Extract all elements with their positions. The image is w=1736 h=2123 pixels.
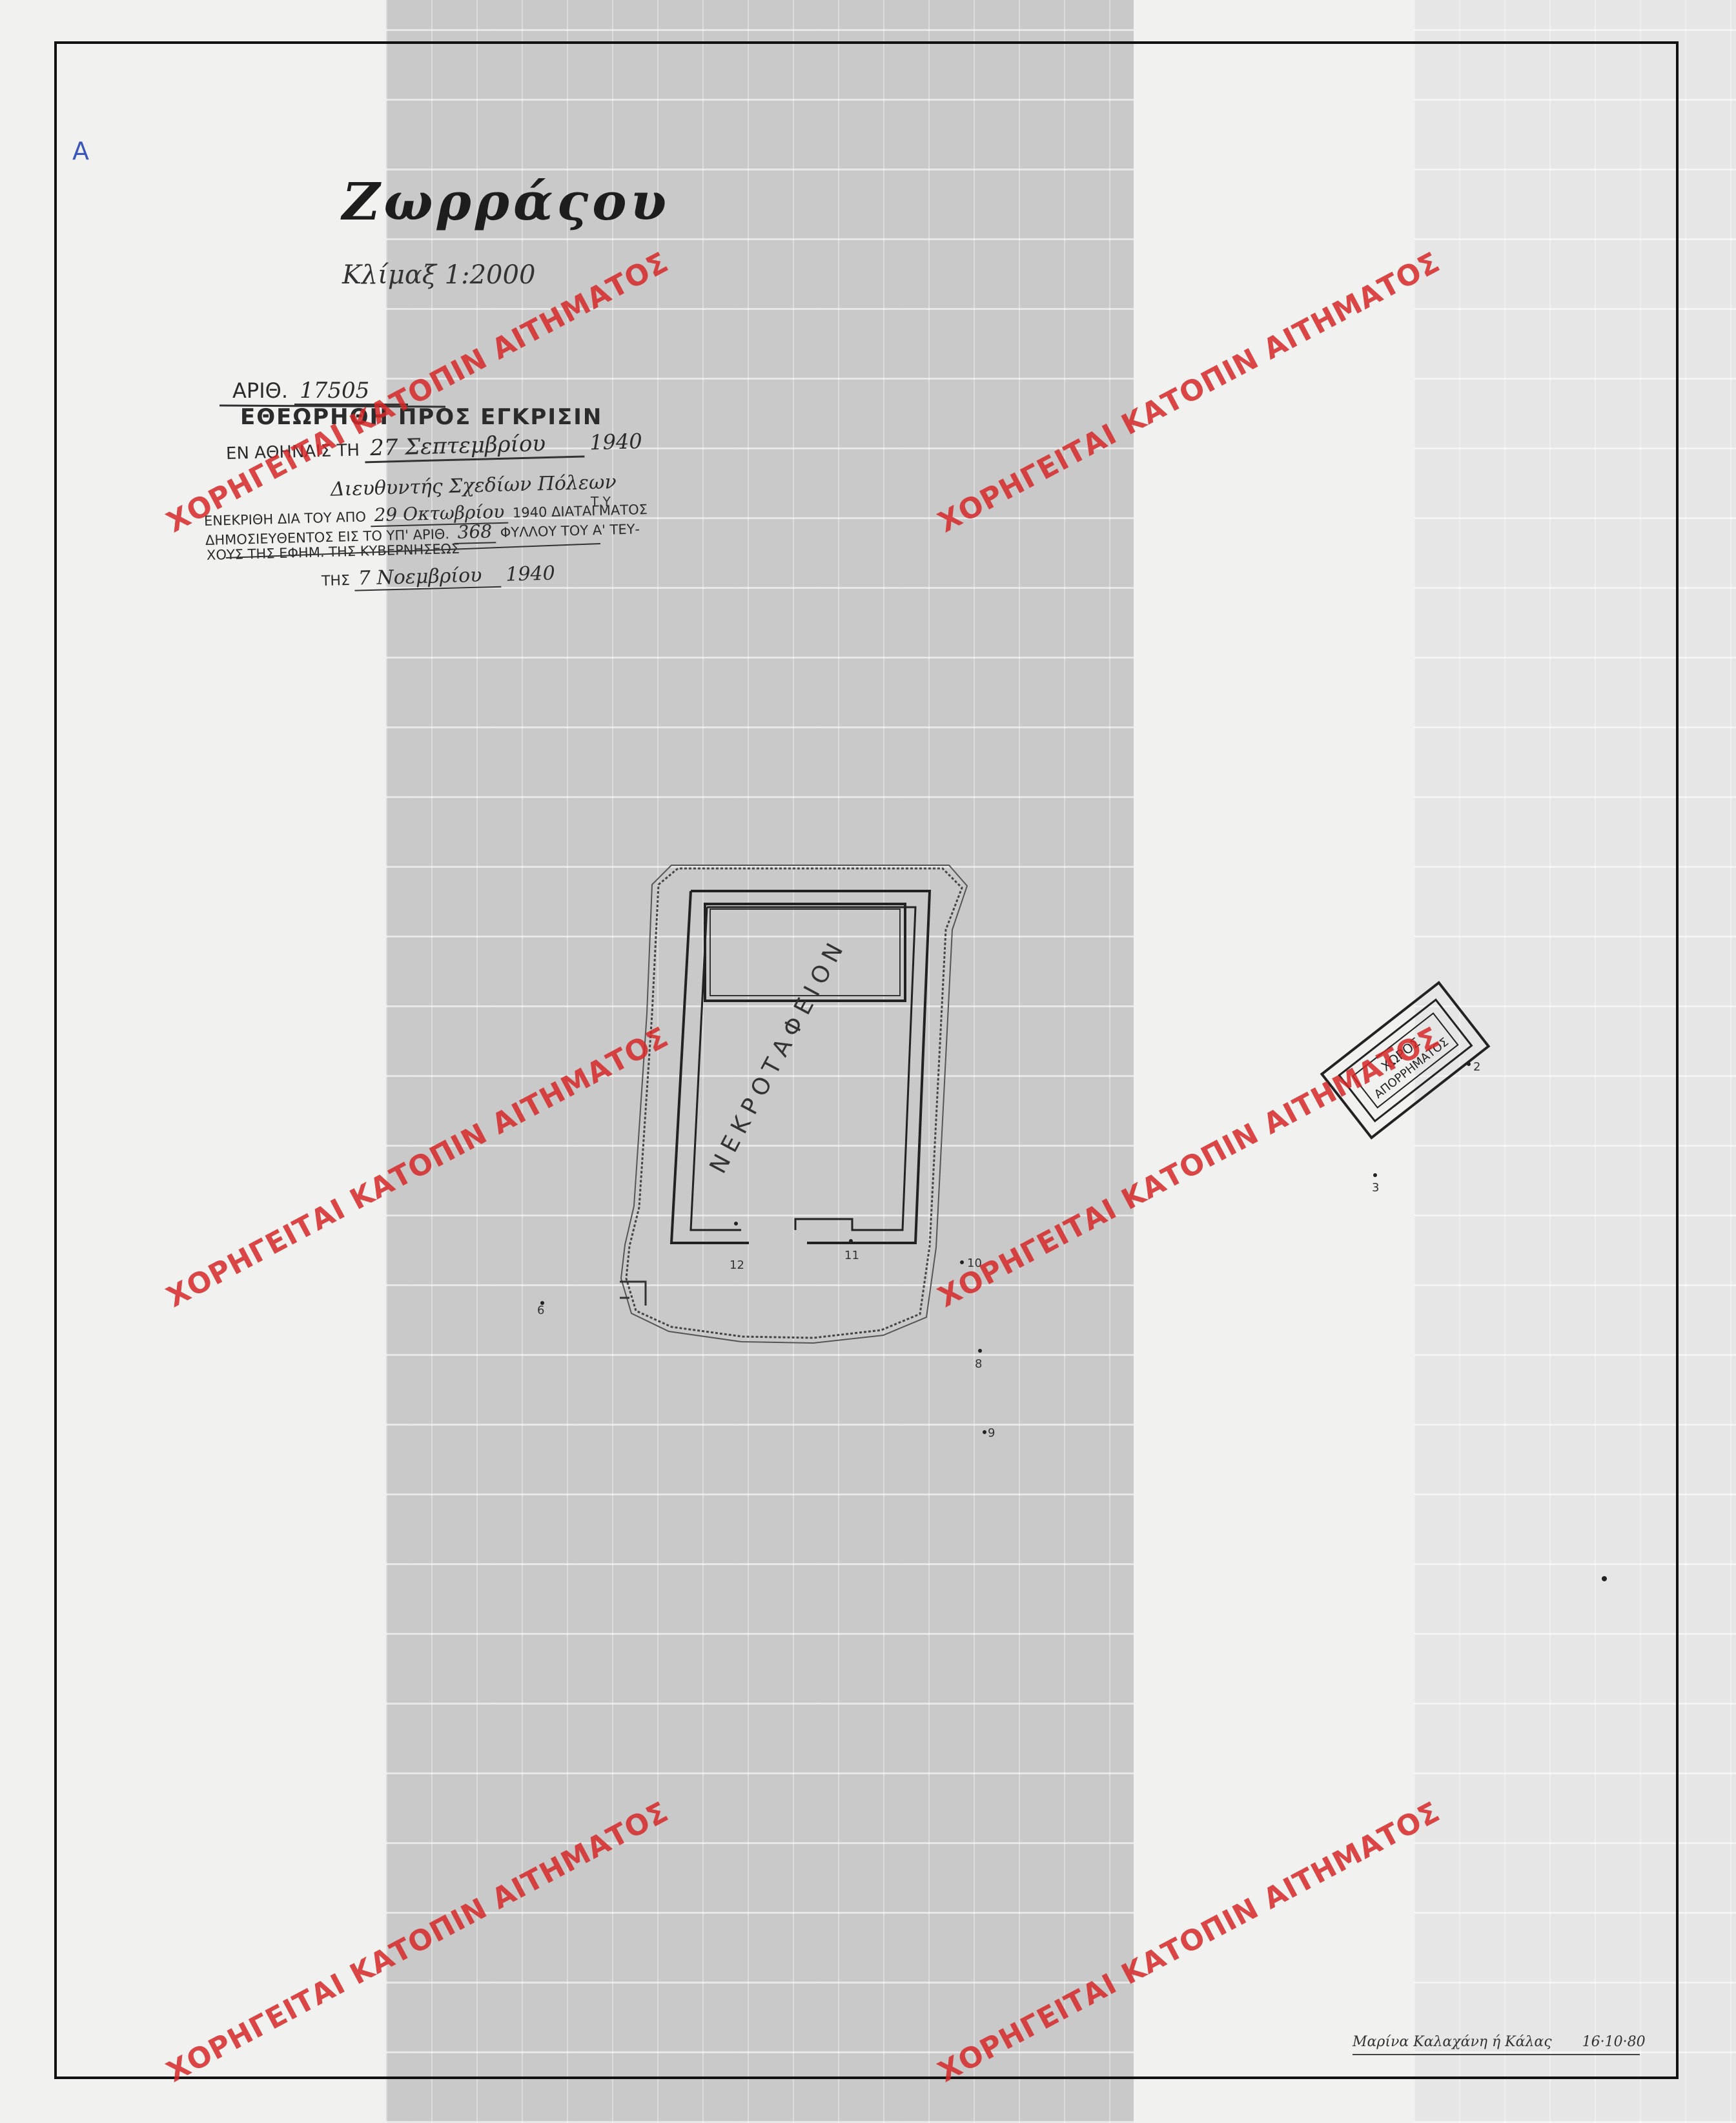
survey-point <box>849 1239 853 1243</box>
survey-point <box>734 1222 738 1226</box>
scan-grid-center <box>386 0 1134 2123</box>
cemetery-wall-outer <box>669 890 932 1244</box>
cemetery-chapel-inner <box>710 908 901 996</box>
survey-point <box>983 1430 986 1434</box>
survey-point <box>1373 1173 1377 1177</box>
map-scale: Κλίμαξ 1:2000 <box>342 260 536 290</box>
sheet-letter: A <box>72 137 89 165</box>
survey-points: 12 11 10 6 8 9 3 2 <box>537 1060 1607 1581</box>
footer-date: 16·10·80 <box>1582 2034 1646 2050</box>
survey-point-label: 3 <box>1372 1181 1379 1195</box>
stamp-underline <box>225 543 601 559</box>
map-title: Ζωρράςου <box>342 171 671 232</box>
restricted-area-middle <box>1338 998 1473 1123</box>
survey-point <box>978 1349 982 1353</box>
cemetery-entrance-line <box>620 1280 647 1306</box>
stamp-number-label: ΑΡΙΘ. <box>232 378 288 403</box>
restricted-area-inner <box>1352 1012 1459 1109</box>
survey-point-label: 8 <box>975 1357 982 1371</box>
footer-signature: Μαρίνα Καλαχάνη ή Κάλας <box>1353 2034 1552 2050</box>
stamp-tv-mark: Τ.Υ <box>591 494 611 509</box>
survey-point <box>1467 1062 1471 1066</box>
survey-point-label: 10 <box>967 1256 982 1270</box>
sheet-border <box>54 41 1679 2079</box>
restricted-area-outer <box>1320 981 1491 1140</box>
cemetery-label: ΝΕΚΡΟΤΑΦΕΙΟΝ <box>705 934 852 1178</box>
cemetery-plot: ΝΕΚΡΟΤΑΦΕΙΟΝ <box>620 865 968 1344</box>
cemetery-wall-inner <box>689 906 917 1231</box>
footer-signature-line: Μαρίνα Καλαχάνη ή Κάλας 16·10·80 <box>1353 2034 1646 2050</box>
stamp-number-value: 17505 <box>294 378 409 405</box>
survey-point-label: 2 <box>1473 1060 1480 1074</box>
survey-point <box>1602 1576 1607 1581</box>
stamp-review-title: ΕΘΕΩΡΗΘΗ ΠΡΟΣ ΕΓΚΡΙΣΙΝ <box>240 404 603 430</box>
survey-point <box>540 1301 544 1305</box>
survey-point <box>960 1260 964 1264</box>
cemetery-outer-boundary <box>625 867 963 1339</box>
survey-point-label: 12 <box>730 1258 744 1272</box>
stamp-underline <box>219 404 446 408</box>
survey-point-label: 9 <box>988 1426 995 1440</box>
survey-point-label: 11 <box>844 1249 859 1262</box>
stamp-number-line: ΑΡΙΘ. 17505 <box>232 378 409 405</box>
cemetery-chapel-block <box>704 903 906 1002</box>
survey-point-label: 6 <box>537 1304 544 1317</box>
cemetery-hatch-edge <box>620 865 968 1344</box>
